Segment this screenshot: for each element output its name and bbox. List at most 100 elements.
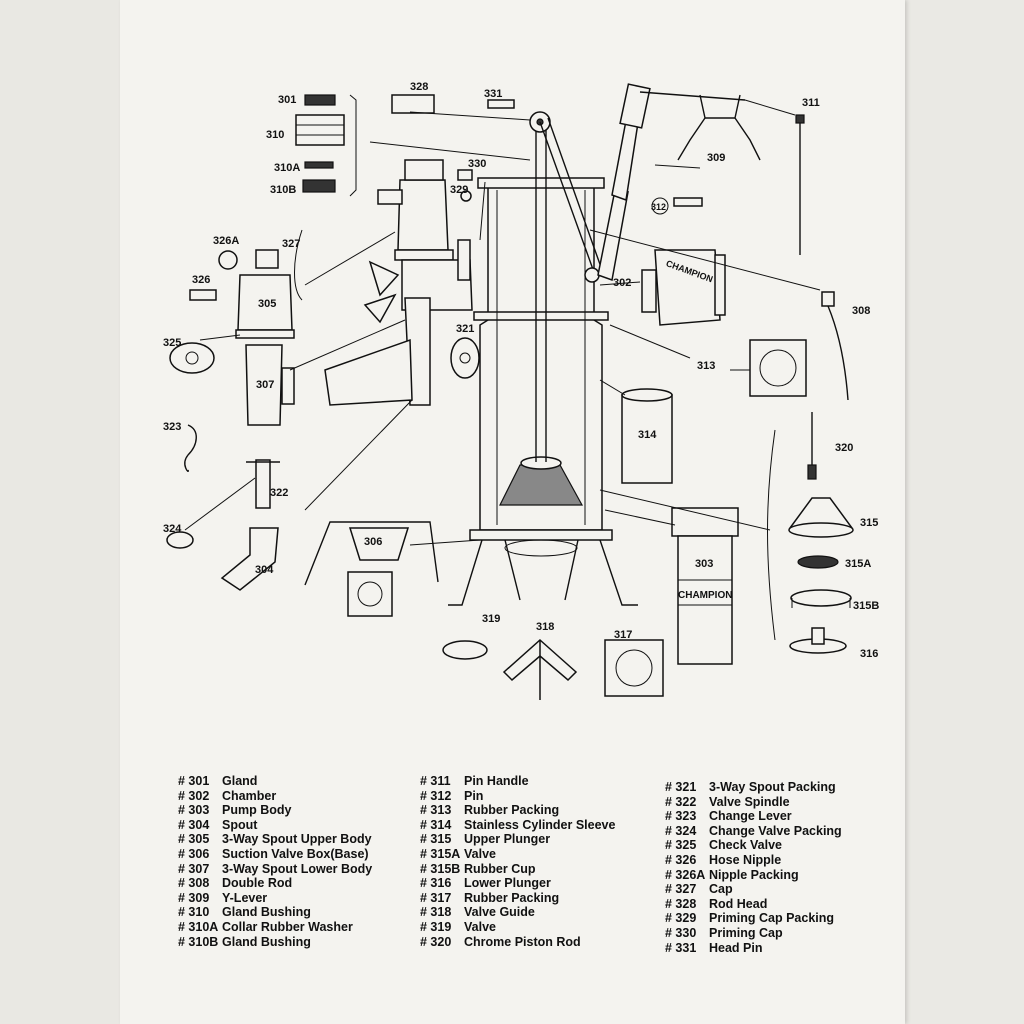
part-310-gland-bushing bbox=[295, 114, 345, 146]
callout-305: 305 bbox=[258, 298, 276, 310]
callout-301: 301 bbox=[278, 94, 296, 106]
part-315-upper-plunger bbox=[788, 497, 854, 538]
callout-302: 302 bbox=[613, 277, 631, 289]
part-320-piston-rod bbox=[807, 412, 817, 480]
legend-number: # 309 bbox=[178, 890, 210, 905]
part-330-priming-cap bbox=[457, 169, 473, 202]
legend-number: # 315A bbox=[420, 846, 461, 861]
legend-number: # 331 bbox=[665, 940, 697, 955]
legend-number: # 306 bbox=[178, 846, 210, 861]
legend-part-name: Lower Plunger bbox=[464, 876, 551, 891]
part-301-gland bbox=[304, 94, 336, 106]
callout-326a: 326A bbox=[213, 235, 239, 247]
legend-part-name: Pin Handle bbox=[464, 774, 529, 788]
part-303-pump-body bbox=[671, 507, 739, 665]
legend-part-name: Priming Cap bbox=[709, 925, 783, 940]
callout-310: 310 bbox=[266, 129, 284, 141]
part-319-valve bbox=[442, 640, 488, 660]
callout-314: 314 bbox=[638, 429, 657, 441]
legend-part-name: Rod Head bbox=[709, 896, 768, 911]
part-306-suction-valve-box bbox=[304, 521, 439, 617]
part-311-pin-handle bbox=[795, 114, 805, 255]
legend-row: # 324 Change Valve Packing bbox=[665, 824, 842, 839]
legend-number: # 327 bbox=[665, 882, 697, 897]
legend-row: # 326 Hose Nipple bbox=[665, 853, 842, 868]
callout-315b: 315B bbox=[853, 600, 879, 612]
legend-part-name: Hose Nipple bbox=[709, 852, 782, 867]
background-left bbox=[0, 0, 120, 1024]
callout-304: 304 bbox=[255, 564, 274, 576]
legend-part-name: Rubber Cup bbox=[464, 861, 536, 876]
callout-330: 330 bbox=[468, 158, 486, 170]
legend-number: # 326A bbox=[665, 867, 706, 882]
callout-329: 329 bbox=[450, 184, 468, 196]
legend-number: # 319 bbox=[420, 919, 452, 934]
legend-number: # 324 bbox=[665, 823, 697, 838]
part-328-rod-head bbox=[391, 94, 435, 114]
legend-part-name: Pin bbox=[464, 788, 484, 803]
callout-310b: 310B bbox=[270, 184, 296, 196]
part-315b-rubber-cup bbox=[790, 589, 852, 608]
legend-part-name: Change Lever bbox=[709, 809, 792, 824]
part-308-double-rod bbox=[821, 291, 849, 401]
legend-row: # 308 Double Rod bbox=[178, 876, 372, 891]
callout-326: 326 bbox=[192, 274, 210, 286]
callout-303: 303 bbox=[695, 558, 713, 570]
callout-324: 324 bbox=[163, 523, 182, 535]
legend-number: # 310A bbox=[178, 919, 219, 934]
legend-part-name: Head Pin bbox=[709, 940, 763, 955]
legend-part-name: Chamber bbox=[222, 788, 277, 803]
part-326-hose-nipple bbox=[189, 289, 217, 301]
callout-labels: 301 310 310A 310B 328 331 330 329 326A 3… bbox=[163, 81, 879, 660]
legend-part-name: Rubber Packing bbox=[464, 890, 560, 905]
legend-part-name: 3-Way Spout Lower Body bbox=[222, 861, 373, 876]
legend-part-name: Gland Bushing bbox=[222, 905, 311, 920]
legend-part-name: Change Valve Packing bbox=[709, 823, 842, 838]
pump-body-assembly bbox=[448, 120, 638, 606]
legend-part-name: Upper Plunger bbox=[464, 832, 551, 847]
callout-320: 320 bbox=[835, 442, 853, 454]
stamp-champion-body: CHAMPION bbox=[678, 590, 732, 601]
legend-part-name: Gland Bushing bbox=[222, 934, 311, 949]
legend-part-name: Valve bbox=[464, 846, 496, 861]
callout-316: 316 bbox=[860, 648, 878, 660]
legend-number: # 316 bbox=[420, 876, 452, 891]
legend-number: # 313 bbox=[420, 803, 452, 818]
legend-number: # 326 bbox=[665, 852, 697, 867]
callout-312: 312 bbox=[651, 202, 666, 212]
callout-328: 328 bbox=[410, 81, 428, 93]
part-304-spout bbox=[220, 527, 279, 591]
legend-row: # 312 Pin bbox=[420, 789, 615, 804]
legend-part-name: Valve Spindle bbox=[709, 794, 790, 809]
part-313-rubber-packing bbox=[749, 339, 807, 397]
legend-number: # 312 bbox=[420, 788, 452, 803]
callout-307: 307 bbox=[256, 379, 274, 391]
legend-number: # 308 bbox=[178, 876, 210, 891]
legend-part-name: Double Rod bbox=[222, 876, 293, 891]
legend-number: # 322 bbox=[665, 794, 697, 809]
callout-323: 323 bbox=[163, 421, 181, 433]
part-324-valve-packing bbox=[166, 531, 194, 549]
callout-310a: 310A bbox=[274, 162, 300, 174]
callout-306: 306 bbox=[364, 536, 382, 548]
legend-number: # 305 bbox=[178, 832, 210, 847]
legend-number: # 325 bbox=[665, 838, 697, 853]
